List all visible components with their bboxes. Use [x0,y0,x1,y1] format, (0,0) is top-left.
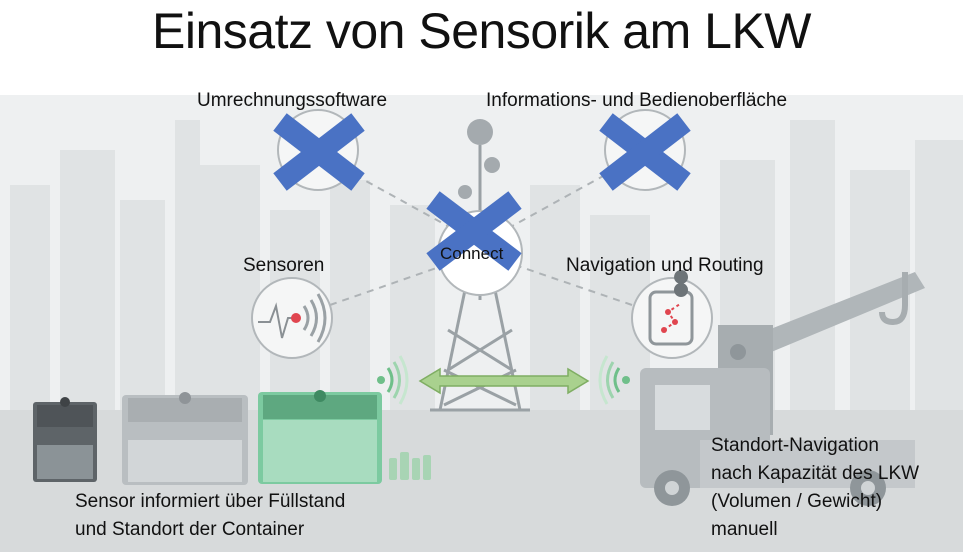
tower-mid-ball [484,157,500,173]
caption-truck-line4: manuell [711,519,778,540]
crane-truck [640,272,925,506]
caption-containers: Sensor informiert über Füllstand und Sta… [75,488,345,544]
cross-connect [426,191,522,271]
tower-low-ball [458,185,472,199]
tower-top-ball [467,119,493,145]
bottles-icon [389,452,431,480]
label-navigation: Navigation und Routing [566,255,764,276]
label-tower: Connect [440,244,504,263]
caption-truck: Standort-Navigation nach Kapazität des L… [711,432,919,544]
caption-containers-line1: Sensor informiert über Füllstand [75,491,346,512]
caption-truck-line3: (Volumen / Gewicht) [711,491,883,512]
caption-containers-line2: und Standort der Container [75,519,305,540]
cross-ui-interface [599,113,691,191]
cross-conversion-software [273,113,365,191]
container-grey [122,392,248,485]
bidirectional-arrow [418,367,590,395]
sensor-pulse-icon [258,293,327,343]
label-conversion-software: Umrechnungssoftware [197,90,388,111]
city-skyline [10,120,963,415]
page-title: Einsatz von Sensorik am LKW [152,3,812,59]
signal-left-icon [377,355,409,405]
caption-truck-line2: nach Kapazität des LKW [711,463,920,484]
label-ui-interface: Informations- und Bedienoberfläche [486,90,788,111]
signal-right-icon [598,355,630,405]
navigation-tablet-icon [648,270,694,346]
connection-lines [329,174,633,306]
container-green [258,390,382,484]
label-sensors: Sensoren [243,255,325,276]
caption-truck-line1: Standort-Navigation [711,435,879,456]
container-dark [33,397,97,482]
